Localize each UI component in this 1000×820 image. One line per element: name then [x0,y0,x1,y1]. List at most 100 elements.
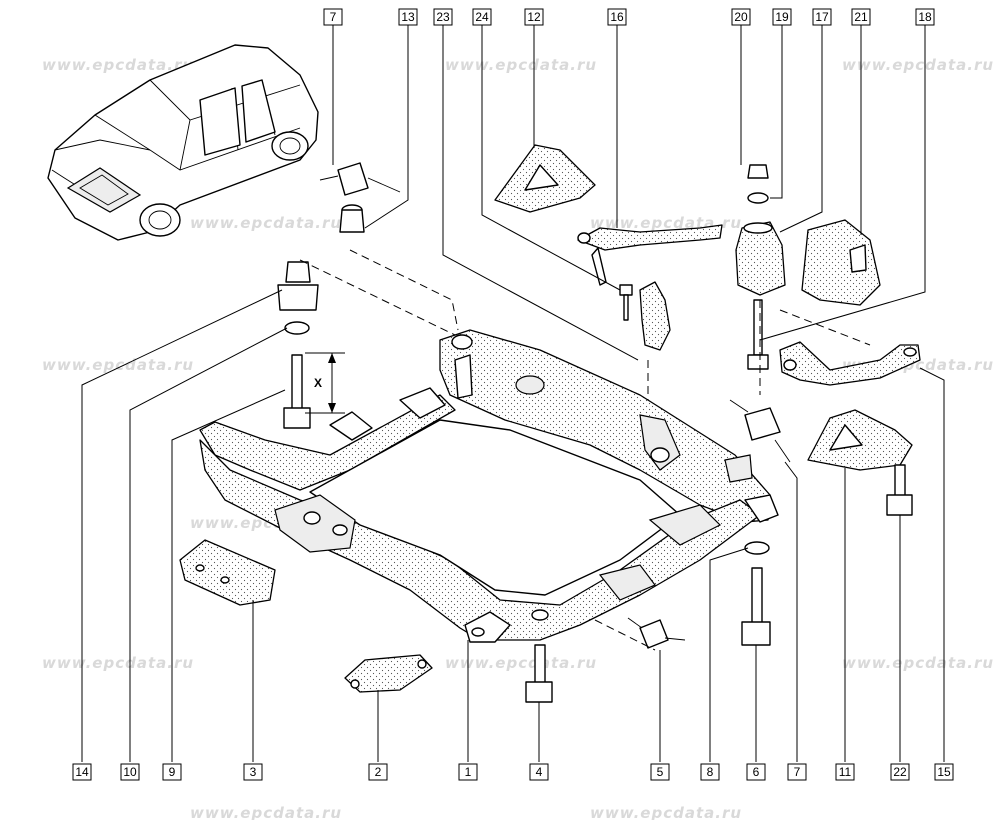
callout-7: 7 [787,763,807,781]
callout-box [524,8,544,26]
callout-box [851,8,871,26]
callout-box [890,763,910,781]
callout-box [398,8,418,26]
callout-box [772,8,792,26]
part-16-link [577,224,723,286]
callout-number: 19 [775,10,789,24]
callout-20: 20 [731,8,751,26]
callout-box [472,8,492,26]
callout-number: 4 [536,765,543,779]
callout-number: 21 [854,10,868,24]
callout-number: 13 [401,10,415,24]
callout-box [368,763,388,781]
callout-box [746,763,766,781]
callout-number: 7 [330,10,337,24]
part-21-cover [801,219,881,306]
callout-number: 8 [707,765,714,779]
part-2-bracket [344,654,433,693]
callout-23: 23 [433,8,453,26]
callout-box [934,763,954,781]
callout-box [433,8,453,26]
callout-number: 12 [527,10,541,24]
car-thumbnail [47,44,319,241]
callout-3: 3 [243,763,263,781]
callout-1: 1 [458,763,478,781]
callout-22: 22 [890,763,910,781]
callout-2: 2 [368,763,388,781]
watermark: www.epcdata.ru [445,56,597,74]
callout-number: 1 [465,765,472,779]
callout-number: 7 [794,765,801,779]
watermark: www.epcdata.ru [842,56,994,74]
bolt-stack-right [741,541,771,646]
part-5-clip [627,617,686,649]
callout-box [700,763,720,781]
callout-number: 11 [839,765,852,779]
callout-10: 10 [120,763,140,781]
callout-number: 2 [375,765,382,779]
callout-box [731,8,751,26]
watermark: www.epcdata.ru [42,356,194,374]
callout-box [812,8,832,26]
callout-15: 15 [934,763,954,781]
callout-box [72,763,92,781]
callout-number: 23 [436,10,450,24]
callout-6: 6 [746,763,766,781]
part-23-bracket [619,281,671,351]
callout-number: 24 [475,10,489,24]
callout-number: 10 [123,765,137,779]
callout-11: 11 [835,763,855,781]
callout-number: 9 [169,765,176,779]
callout-box [243,763,263,781]
callout-box [529,763,549,781]
subframe-1 [199,329,779,643]
part-7-clamp-upper [319,162,401,233]
callout-5: 5 [650,763,670,781]
dimension-x: X [305,352,345,414]
callout-18: 18 [915,8,935,26]
callout-number: 14 [75,765,89,779]
callout-box [835,763,855,781]
callout-box [787,763,807,781]
part-12-support [494,144,596,213]
dimension-x-label: X [314,376,322,390]
part-3-bracket [179,539,276,606]
callout-box [323,8,343,26]
part-17-mount [735,164,786,370]
callout-number: 20 [734,10,748,24]
callout-17: 17 [812,8,832,26]
watermark: www.epcdata.ru [190,214,342,232]
leader-lines [81,25,945,762]
callout-24: 24 [472,8,492,26]
callout-21: 21 [851,8,871,26]
watermark: www.epcdata.ru [445,654,597,672]
part-7-clamp-lower [729,399,791,463]
callout-7: 7 [323,8,343,26]
watermark: www.epcdata.ru [190,804,342,820]
callout-number: 17 [815,10,829,24]
bolt-stack-left [277,261,319,429]
part-4-bolt [525,644,553,703]
callout-number: 3 [250,765,257,779]
callout-box [120,763,140,781]
callout-4: 4 [529,763,549,781]
callout-box [915,8,935,26]
callout-box [458,763,478,781]
callout-box [162,763,182,781]
watermark: www.epcdata.ru [42,56,194,74]
callout-13: 13 [398,8,418,26]
callout-number: 6 [753,765,760,779]
callout-number: 16 [610,10,624,24]
callout-12: 12 [524,8,544,26]
callout-9: 9 [162,763,182,781]
callout-box [607,8,627,26]
callout-16: 16 [607,8,627,26]
watermark: www.epcdata.ru [590,804,742,820]
callout-14: 14 [72,763,92,781]
part-22-bolt [886,464,913,516]
callout-number: 22 [893,765,907,779]
callout-19: 19 [772,8,792,26]
callout-number: 5 [657,765,664,779]
callout-number: 15 [937,765,951,779]
